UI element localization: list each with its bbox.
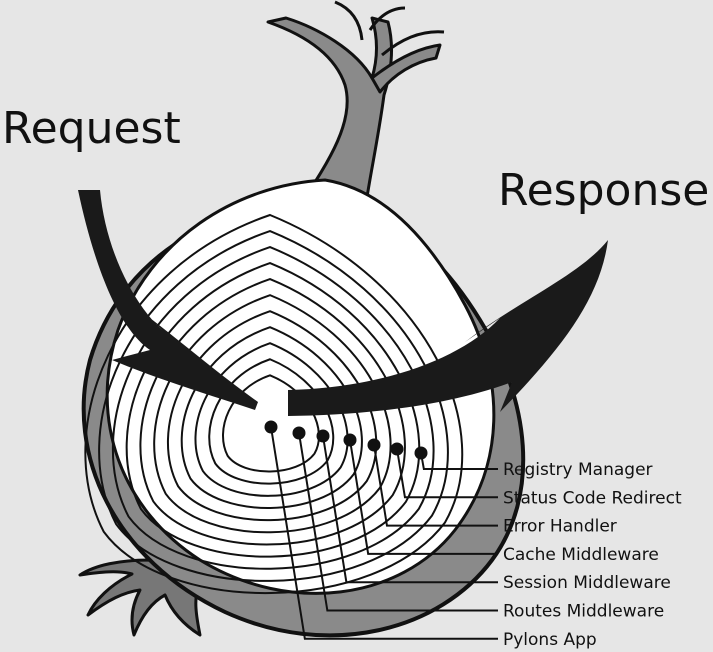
leader-line bbox=[270, 426, 498, 640]
layer-label: Routes Middleware bbox=[503, 602, 664, 622]
response-label: Response bbox=[498, 165, 709, 216]
leader-line bbox=[373, 444, 498, 527]
layer-dot bbox=[414, 446, 428, 460]
leader-line bbox=[322, 435, 498, 584]
request-arrow bbox=[78, 190, 258, 410]
layer-dot bbox=[390, 442, 404, 456]
layer-dot bbox=[316, 429, 330, 443]
leader-line bbox=[298, 432, 498, 612]
layer-label: Session Middleware bbox=[503, 573, 671, 593]
onion-flesh bbox=[105, 178, 496, 595]
layer-dot bbox=[343, 433, 357, 447]
response-arrow bbox=[288, 240, 608, 416]
layer-dot bbox=[367, 438, 381, 452]
onion-stem bbox=[266, 0, 445, 212]
layer-dot bbox=[264, 420, 278, 434]
layer-label: Error Handler bbox=[503, 517, 617, 537]
leader-line bbox=[396, 448, 498, 499]
request-label: Request bbox=[2, 103, 181, 154]
layer-label: Status Code Redirect bbox=[503, 488, 682, 508]
leader-line bbox=[349, 439, 498, 555]
layer-label: Cache Middleware bbox=[503, 545, 659, 565]
layer-dot bbox=[292, 426, 306, 440]
layer-label: Pylons App bbox=[503, 630, 597, 650]
layer-label: Registry Manager bbox=[503, 460, 653, 480]
onion-ring bbox=[84, 213, 464, 595]
